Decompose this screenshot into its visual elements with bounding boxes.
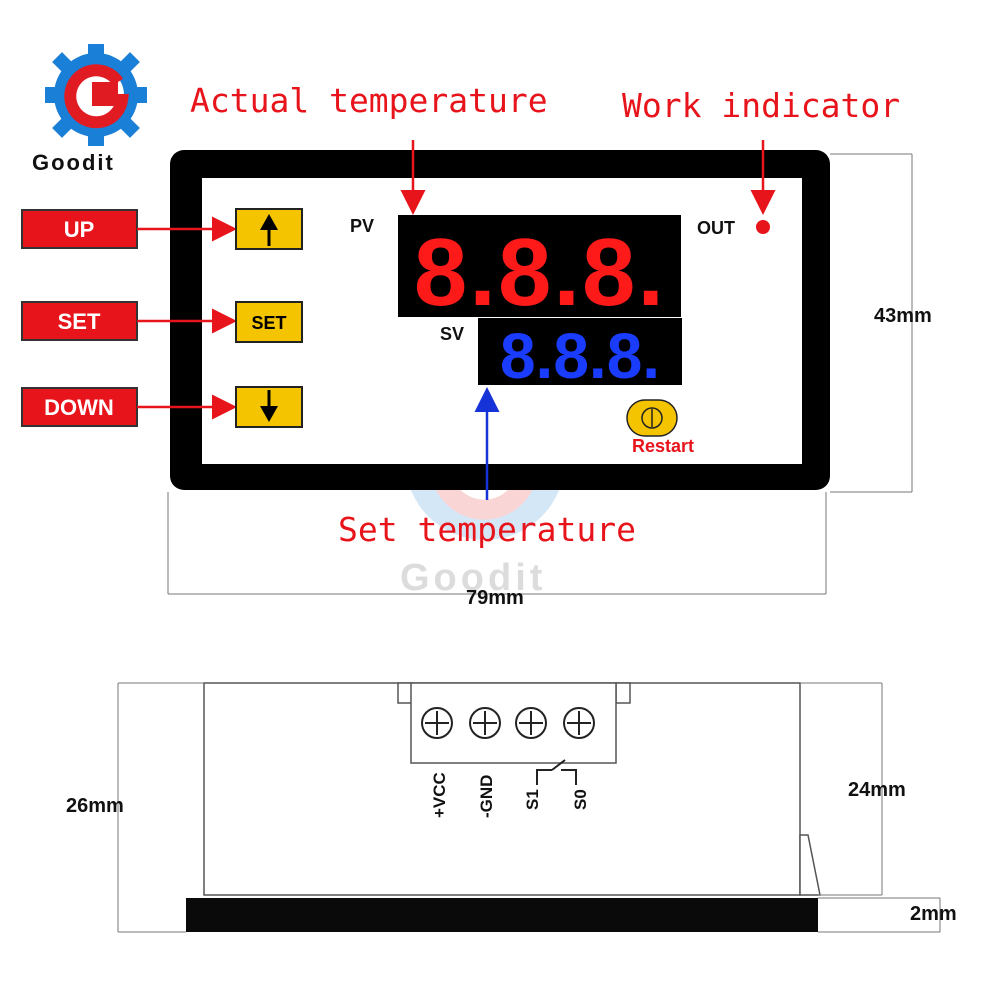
dimension-lines-front bbox=[167, 153, 913, 595]
callout-set-temperature: Set temperature bbox=[338, 510, 636, 549]
power-icon bbox=[641, 407, 663, 429]
up-label: UP bbox=[64, 217, 95, 242]
set-label: SET bbox=[58, 309, 101, 334]
set-key-label: SET bbox=[251, 313, 286, 333]
out-label: OUT bbox=[697, 218, 735, 238]
sv-display: 8.8.8. bbox=[478, 318, 682, 392]
terminal-s1: S1 bbox=[523, 789, 542, 810]
dimension-width: 79mm bbox=[466, 587, 524, 609]
terminal-vcc: +VCC bbox=[430, 772, 449, 818]
restart-label: Restart bbox=[632, 436, 694, 456]
brand-name: Goodit bbox=[32, 150, 115, 175]
down-label: DOWN bbox=[44, 395, 114, 420]
callout-work-indicator: Work indicator bbox=[622, 86, 900, 125]
sv-digits: 8.8.8. bbox=[500, 320, 660, 392]
dimension-side-height: 26mm bbox=[66, 795, 124, 817]
up-label-box: UP bbox=[21, 209, 138, 249]
pv-display: 8.8.8. bbox=[398, 215, 681, 326]
arrow-down-icon bbox=[260, 390, 278, 422]
pv-label: PV bbox=[350, 216, 374, 236]
restart-button[interactable]: Restart bbox=[626, 399, 694, 456]
set-key[interactable]: SET bbox=[235, 301, 303, 343]
dimension-flange: 2mm bbox=[910, 903, 957, 925]
terminal-s0: S0 bbox=[571, 789, 590, 810]
sv-label: SV bbox=[440, 324, 464, 344]
dimension-body-height: 24mm bbox=[848, 779, 906, 801]
dimension-lines-side bbox=[117, 682, 941, 933]
out-indicator-led bbox=[756, 220, 770, 234]
label-arrows bbox=[137, 216, 237, 420]
arrow-up-icon bbox=[260, 214, 278, 246]
brand-logo: Goodit bbox=[32, 44, 147, 175]
gear-icon bbox=[45, 44, 147, 146]
dimension-height: 43mm bbox=[874, 305, 932, 327]
terminal-gnd: -GND bbox=[477, 775, 496, 818]
callout-actual-temperature: Actual temperature bbox=[190, 81, 548, 120]
watermark-text: Goodit bbox=[400, 557, 546, 599]
pv-digits: 8.8.8. bbox=[414, 219, 666, 326]
up-key[interactable] bbox=[235, 208, 303, 250]
down-label-box: DOWN bbox=[21, 387, 138, 427]
relay-switch-icon bbox=[536, 759, 577, 785]
terminal-block bbox=[397, 682, 631, 785]
set-label-box: SET bbox=[21, 301, 138, 341]
down-key[interactable] bbox=[235, 386, 303, 428]
